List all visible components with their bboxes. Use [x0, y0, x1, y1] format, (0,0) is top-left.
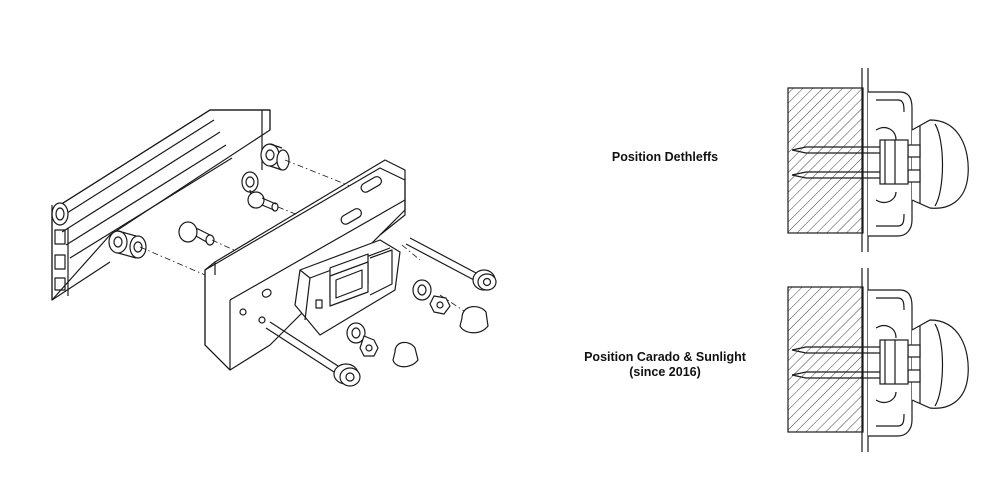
long-bolts — [265, 237, 497, 387]
position-carado-line1: Position Carado & Sunlight — [584, 350, 746, 364]
rail-bushings — [108, 143, 290, 259]
cross-section-dethleffs — [787, 68, 969, 252]
clamp-housing — [294, 239, 401, 336]
exploded-assembly-view — [51, 109, 497, 387]
awning-rail — [51, 109, 271, 301]
position-dethleffs-label: Position Dethleffs — [611, 150, 719, 164]
cross-section-carado-sunlight — [787, 268, 969, 452]
position-carado-line2: (since 2016) — [629, 365, 701, 379]
washers-nuts-caps — [346, 279, 489, 368]
position-carado-label: Position Carado & Sunlight (since 2016) — [550, 350, 780, 380]
